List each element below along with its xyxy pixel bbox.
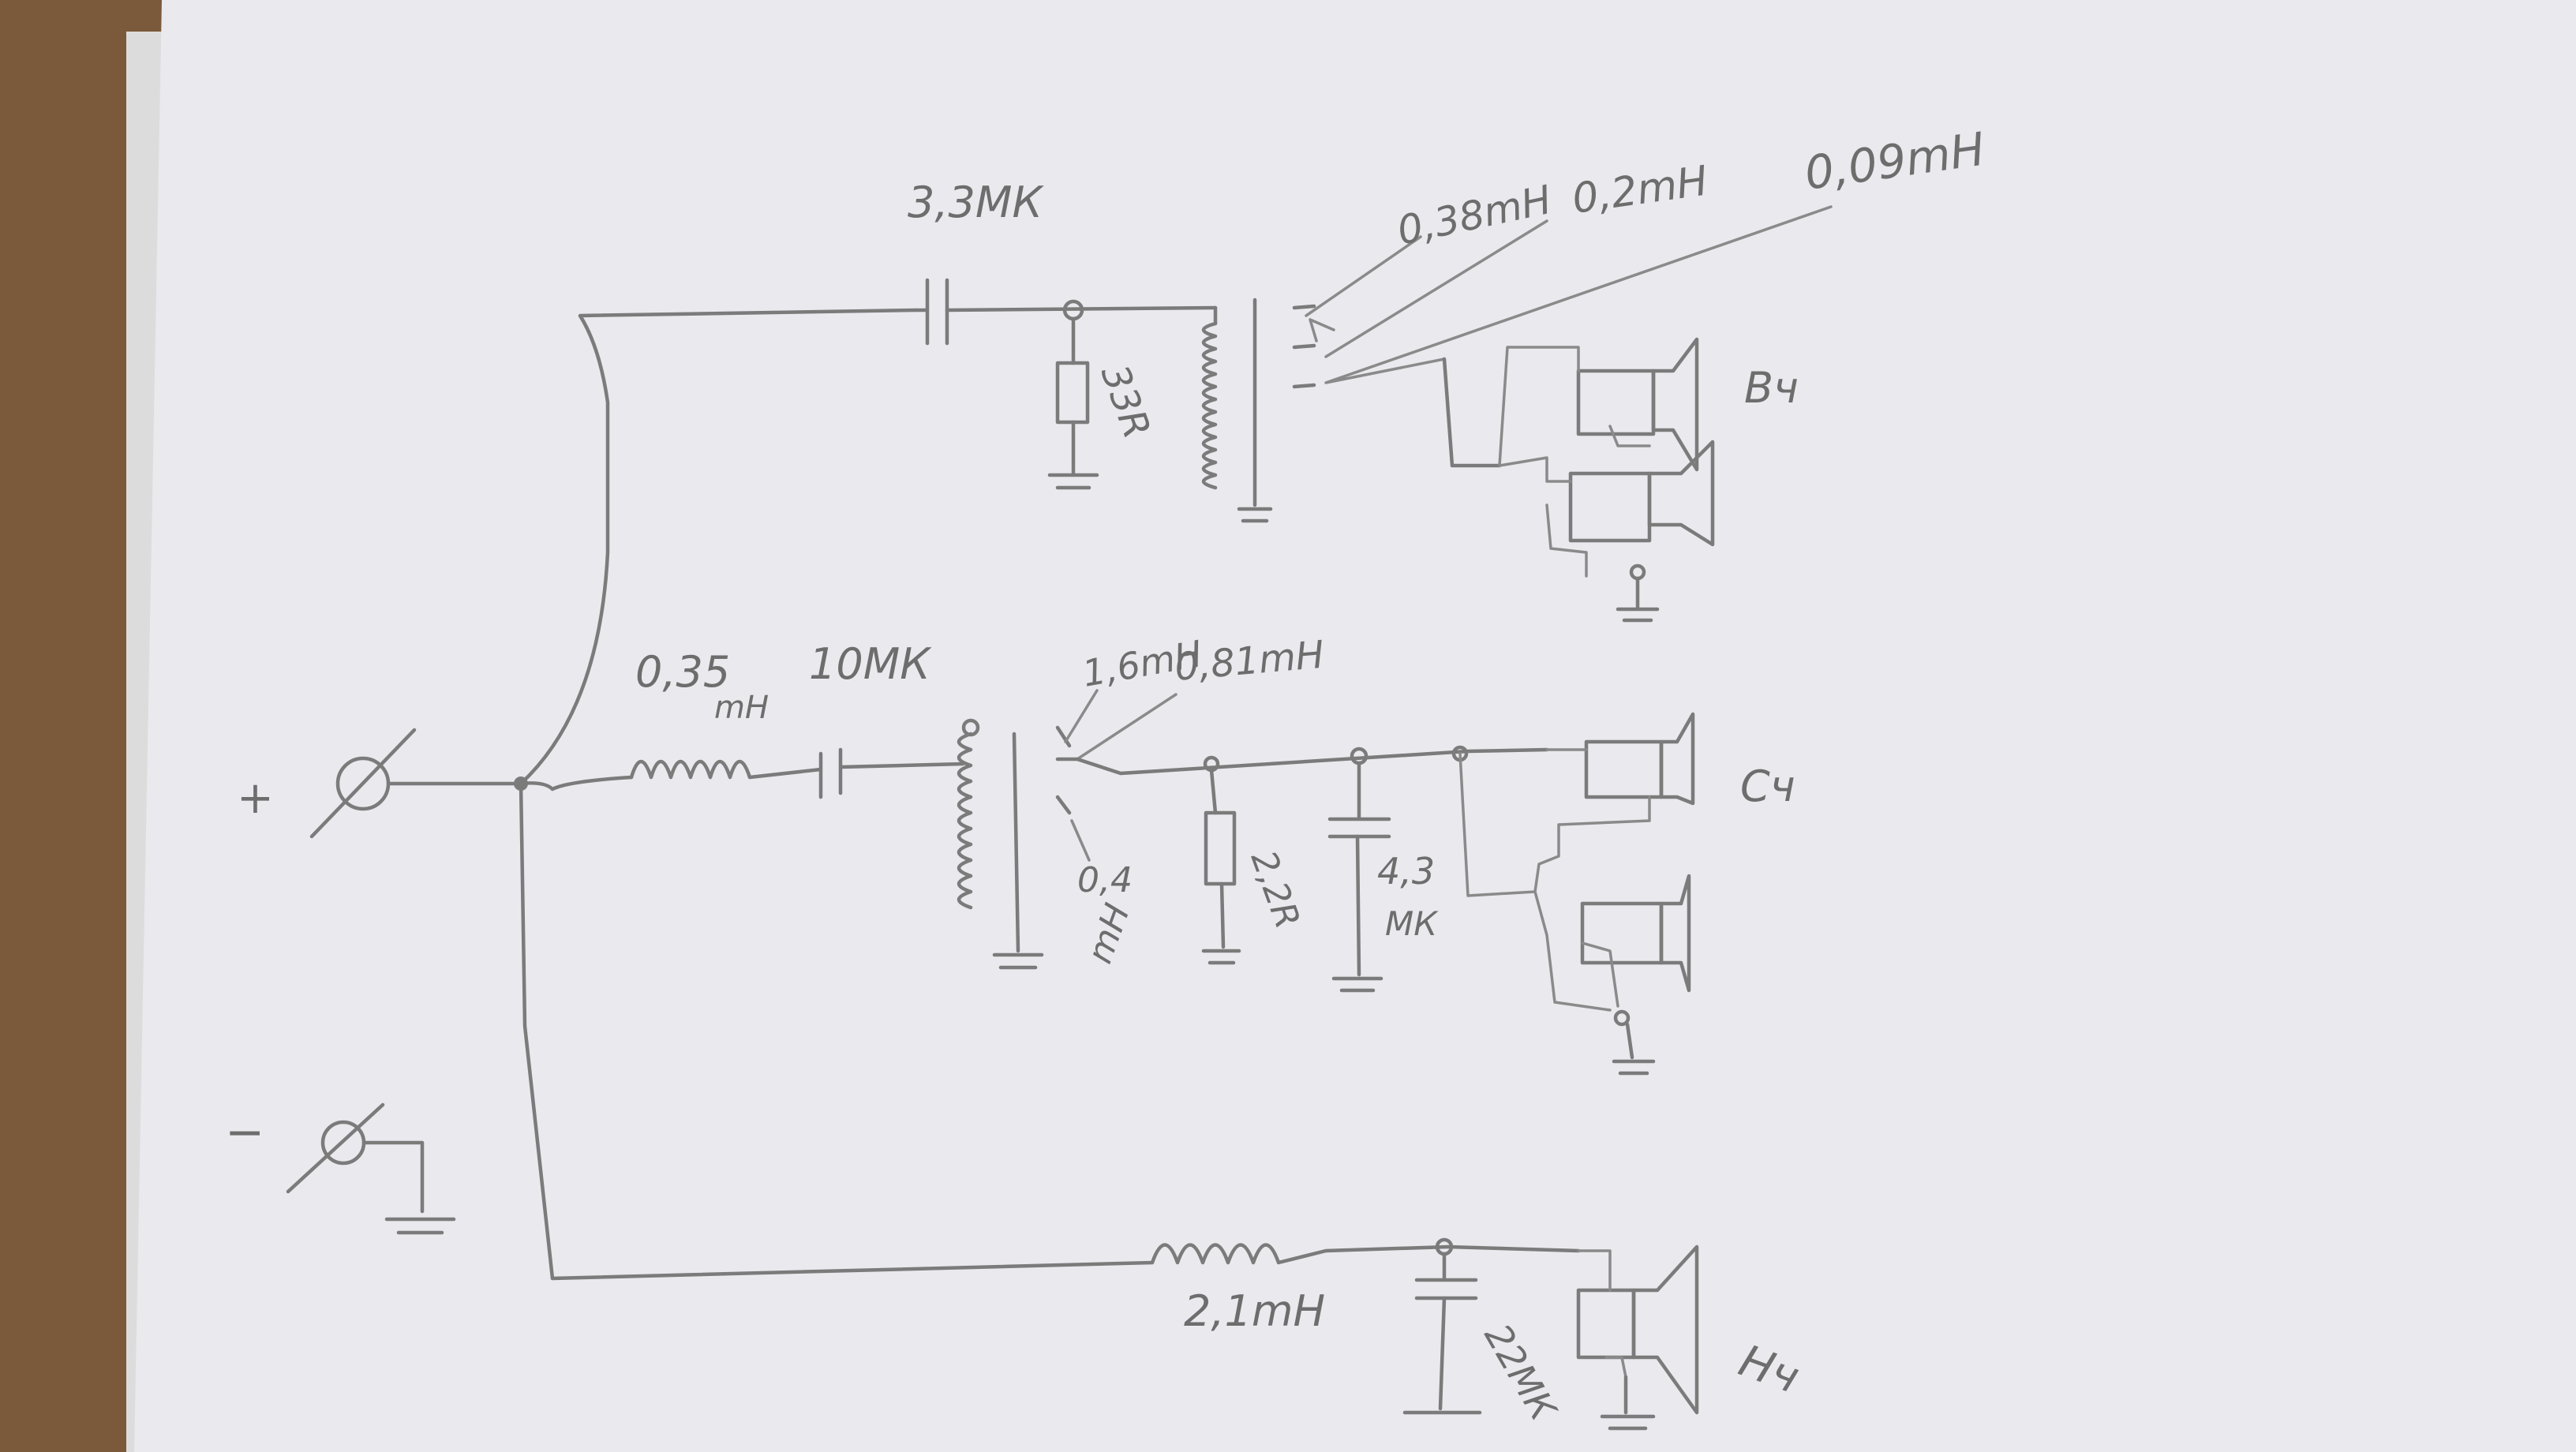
mid-capacitor — [818, 747, 965, 799]
woofer-inductor — [1150, 1243, 1581, 1265]
mid-speaker-1 — [1584, 712, 1695, 806]
tweeter-speaker-1 — [1576, 337, 1699, 472]
minus-label: − — [225, 1105, 264, 1160]
tweeter-autotransformer — [1201, 298, 1316, 523]
mid-autotransformer — [957, 718, 1080, 970]
mid-tap-leader-081 — [1076, 693, 1178, 761]
mid-band-label: Сч — [1740, 762, 1795, 811]
paper-sheet — [134, 0, 2576, 1452]
woofer-capacitor — [1402, 1252, 1482, 1415]
woofer-ground — [1600, 1375, 1656, 1431]
mid-coil-unit: mH — [714, 690, 769, 726]
mid-coil-label: 0,35 — [635, 647, 730, 697]
mid-cap2-unit: МК — [1385, 904, 1439, 943]
tweeter-out-wire — [1442, 357, 1502, 468]
tap-leader-02 — [1324, 219, 1548, 358]
mid-cap-label: 10МК — [809, 639, 932, 689]
mid-feed-wire — [519, 775, 634, 791]
tap-arrow-038 — [1309, 318, 1335, 342]
tweeter-speaker-2 — [1568, 440, 1715, 547]
plus-terminal — [309, 728, 523, 839]
tweeter-band-label: Вч — [1744, 363, 1799, 413]
tweeter-feed-wire — [519, 308, 918, 786]
mid-speaker-wiring — [1458, 748, 1651, 1012]
woofer-speaker — [1576, 1244, 1699, 1415]
mid-speaker-2 — [1580, 874, 1691, 993]
mid-resistor — [1201, 768, 1241, 965]
mid-shunt-capacitor — [1327, 761, 1391, 993]
tweeter-cap-label: 3,3МК — [908, 178, 1044, 227]
mid-inductor — [629, 759, 823, 780]
tweeter-resistor — [1047, 316, 1099, 490]
mid-tap-leader-16 — [1064, 689, 1099, 743]
plus-label: + — [237, 773, 274, 824]
minus-terminal — [286, 1102, 456, 1235]
woofer-coil-label: 2,1mH — [1184, 1286, 1325, 1336]
mid-out-wire — [1075, 747, 1549, 776]
woofer-feed-wire — [519, 781, 1155, 1281]
mid-ground — [1612, 1009, 1656, 1076]
mid-tap-leader-04 — [1070, 819, 1091, 862]
mid-cap2-label: 4,3 — [1377, 850, 1435, 893]
tap-leader-038 — [1305, 235, 1422, 317]
tweeter-ground — [1616, 563, 1660, 623]
tweeter-speaker-wiring — [1498, 346, 1651, 578]
mid-tap-3: 0,4 — [1077, 860, 1133, 900]
tap-leader-009 — [1324, 205, 1833, 384]
